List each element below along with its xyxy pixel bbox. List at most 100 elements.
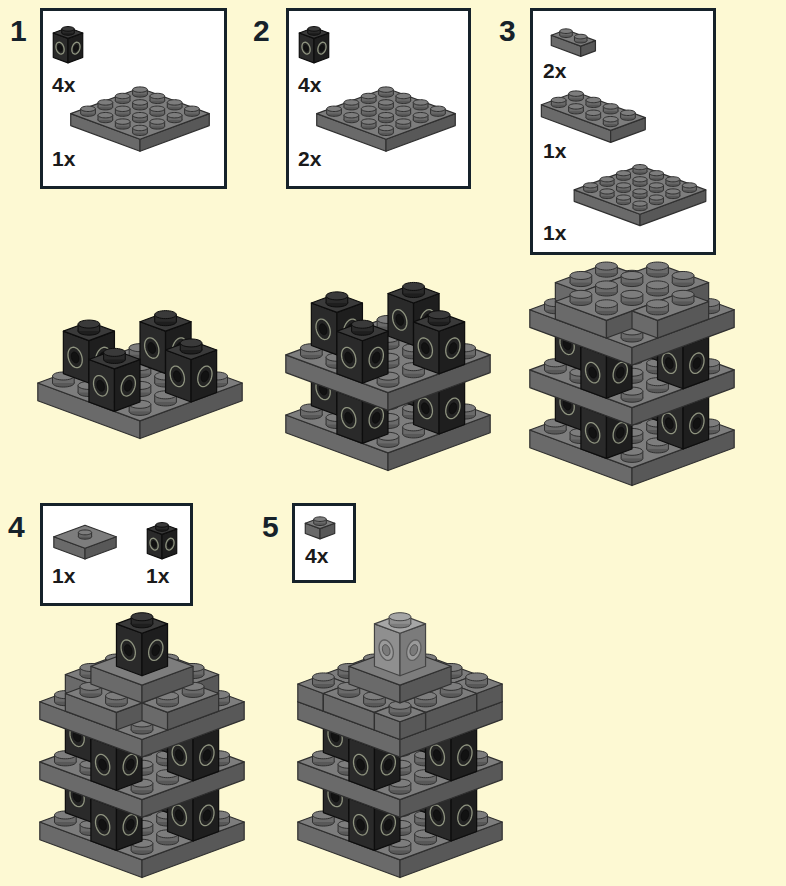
stud-top — [150, 106, 165, 111]
part-count: 4x — [52, 74, 75, 95]
side-stud-hole — [382, 645, 390, 656]
side-stud — [418, 398, 432, 418]
stud-top — [361, 119, 376, 124]
stud-top — [569, 91, 584, 96]
stud-top — [98, 112, 113, 117]
side-stud — [446, 338, 460, 358]
side-stud — [418, 338, 432, 358]
side-stud-hole — [589, 427, 597, 438]
side-stud — [662, 353, 676, 373]
side-stud — [379, 640, 393, 660]
stud-top — [396, 106, 411, 111]
side-stud — [586, 423, 600, 443]
parts-panel: 4x2x — [286, 8, 471, 189]
stud-top — [603, 116, 618, 121]
stud-top — [98, 100, 113, 105]
stud-top — [133, 87, 148, 92]
side-stud — [316, 319, 330, 339]
lego-part-icon — [541, 91, 645, 143]
side-stud — [72, 42, 80, 54]
stud-top — [326, 292, 348, 300]
side-stud-hole — [201, 371, 209, 382]
part-top — [551, 30, 595, 46]
side-stud-hole — [175, 810, 183, 821]
side-stud-hole — [410, 645, 418, 656]
stud-top — [361, 106, 376, 111]
side-stud — [342, 408, 356, 428]
side-stud-hole — [384, 759, 392, 770]
side-stud-hole — [320, 45, 324, 51]
side-stud — [381, 815, 395, 835]
stud-top — [379, 125, 394, 130]
side-stud-hole — [421, 343, 429, 354]
side-stud-hole — [97, 380, 105, 391]
side-stud-hole — [175, 750, 183, 761]
side-stud — [369, 347, 383, 367]
side-stud-hole — [126, 759, 134, 770]
side-stud — [430, 745, 444, 765]
lego-assembly — [286, 282, 490, 470]
side-stud-hole — [152, 645, 160, 656]
lego-part-icon — [71, 87, 210, 151]
stud-top — [352, 320, 374, 328]
side-stud — [586, 362, 600, 382]
side-stud-hole — [449, 403, 457, 414]
stud-top — [104, 348, 126, 356]
side-stud — [200, 805, 214, 825]
side-stud — [198, 366, 212, 386]
stud-top — [185, 106, 200, 111]
side-stud-hole — [616, 367, 624, 378]
side-stud-hole — [74, 45, 78, 51]
stud-top — [570, 271, 592, 279]
stud-top — [344, 112, 359, 117]
stud-top — [81, 106, 96, 111]
stud-top — [586, 97, 601, 102]
stud-top — [115, 119, 130, 124]
side-stud — [613, 423, 627, 443]
side-stud — [354, 815, 368, 835]
side-stud-hole — [319, 324, 327, 335]
parts-panel: 2x1x1x — [530, 8, 716, 255]
lego-part-icon — [574, 165, 706, 226]
stud-top — [649, 171, 663, 176]
side-stud-hole — [589, 367, 597, 378]
stud-top — [621, 271, 643, 279]
side-stud — [690, 353, 704, 373]
side-stud-hole — [665, 358, 673, 369]
side-stud — [458, 745, 472, 765]
stud-top — [115, 106, 130, 111]
stud-top — [308, 27, 321, 32]
stud-top — [431, 106, 446, 111]
stud-top — [596, 262, 618, 270]
side-stud — [121, 640, 135, 660]
stud-top — [586, 110, 601, 115]
side-stud-hole — [304, 45, 308, 51]
side-stud — [613, 362, 627, 382]
stud-top — [617, 171, 631, 176]
side-stud — [446, 398, 460, 418]
stud-top — [633, 165, 647, 170]
stud-top — [379, 100, 394, 105]
part-top — [53, 28, 82, 39]
stud-top — [167, 112, 182, 117]
side-stud-hole — [461, 750, 469, 761]
stud-top — [428, 311, 450, 319]
side-stud-hole — [665, 418, 673, 429]
side-stud — [200, 745, 214, 765]
side-stud-hole — [345, 412, 353, 423]
stud-top — [570, 290, 592, 298]
side-stud-hole — [396, 314, 404, 325]
side-stud — [354, 754, 368, 774]
side-stud — [121, 376, 135, 396]
stud-top — [551, 97, 566, 102]
side-stud — [94, 376, 108, 396]
stud-top — [672, 271, 694, 279]
side-stud — [381, 754, 395, 774]
lego-assembly — [38, 311, 242, 439]
stud-top — [466, 673, 488, 681]
side-stud-hole — [449, 343, 457, 354]
part-icons — [530, 8, 716, 255]
stud-top — [133, 112, 148, 117]
parts-panel: 4x1x — [40, 8, 227, 189]
part-count: 4x — [298, 74, 321, 95]
